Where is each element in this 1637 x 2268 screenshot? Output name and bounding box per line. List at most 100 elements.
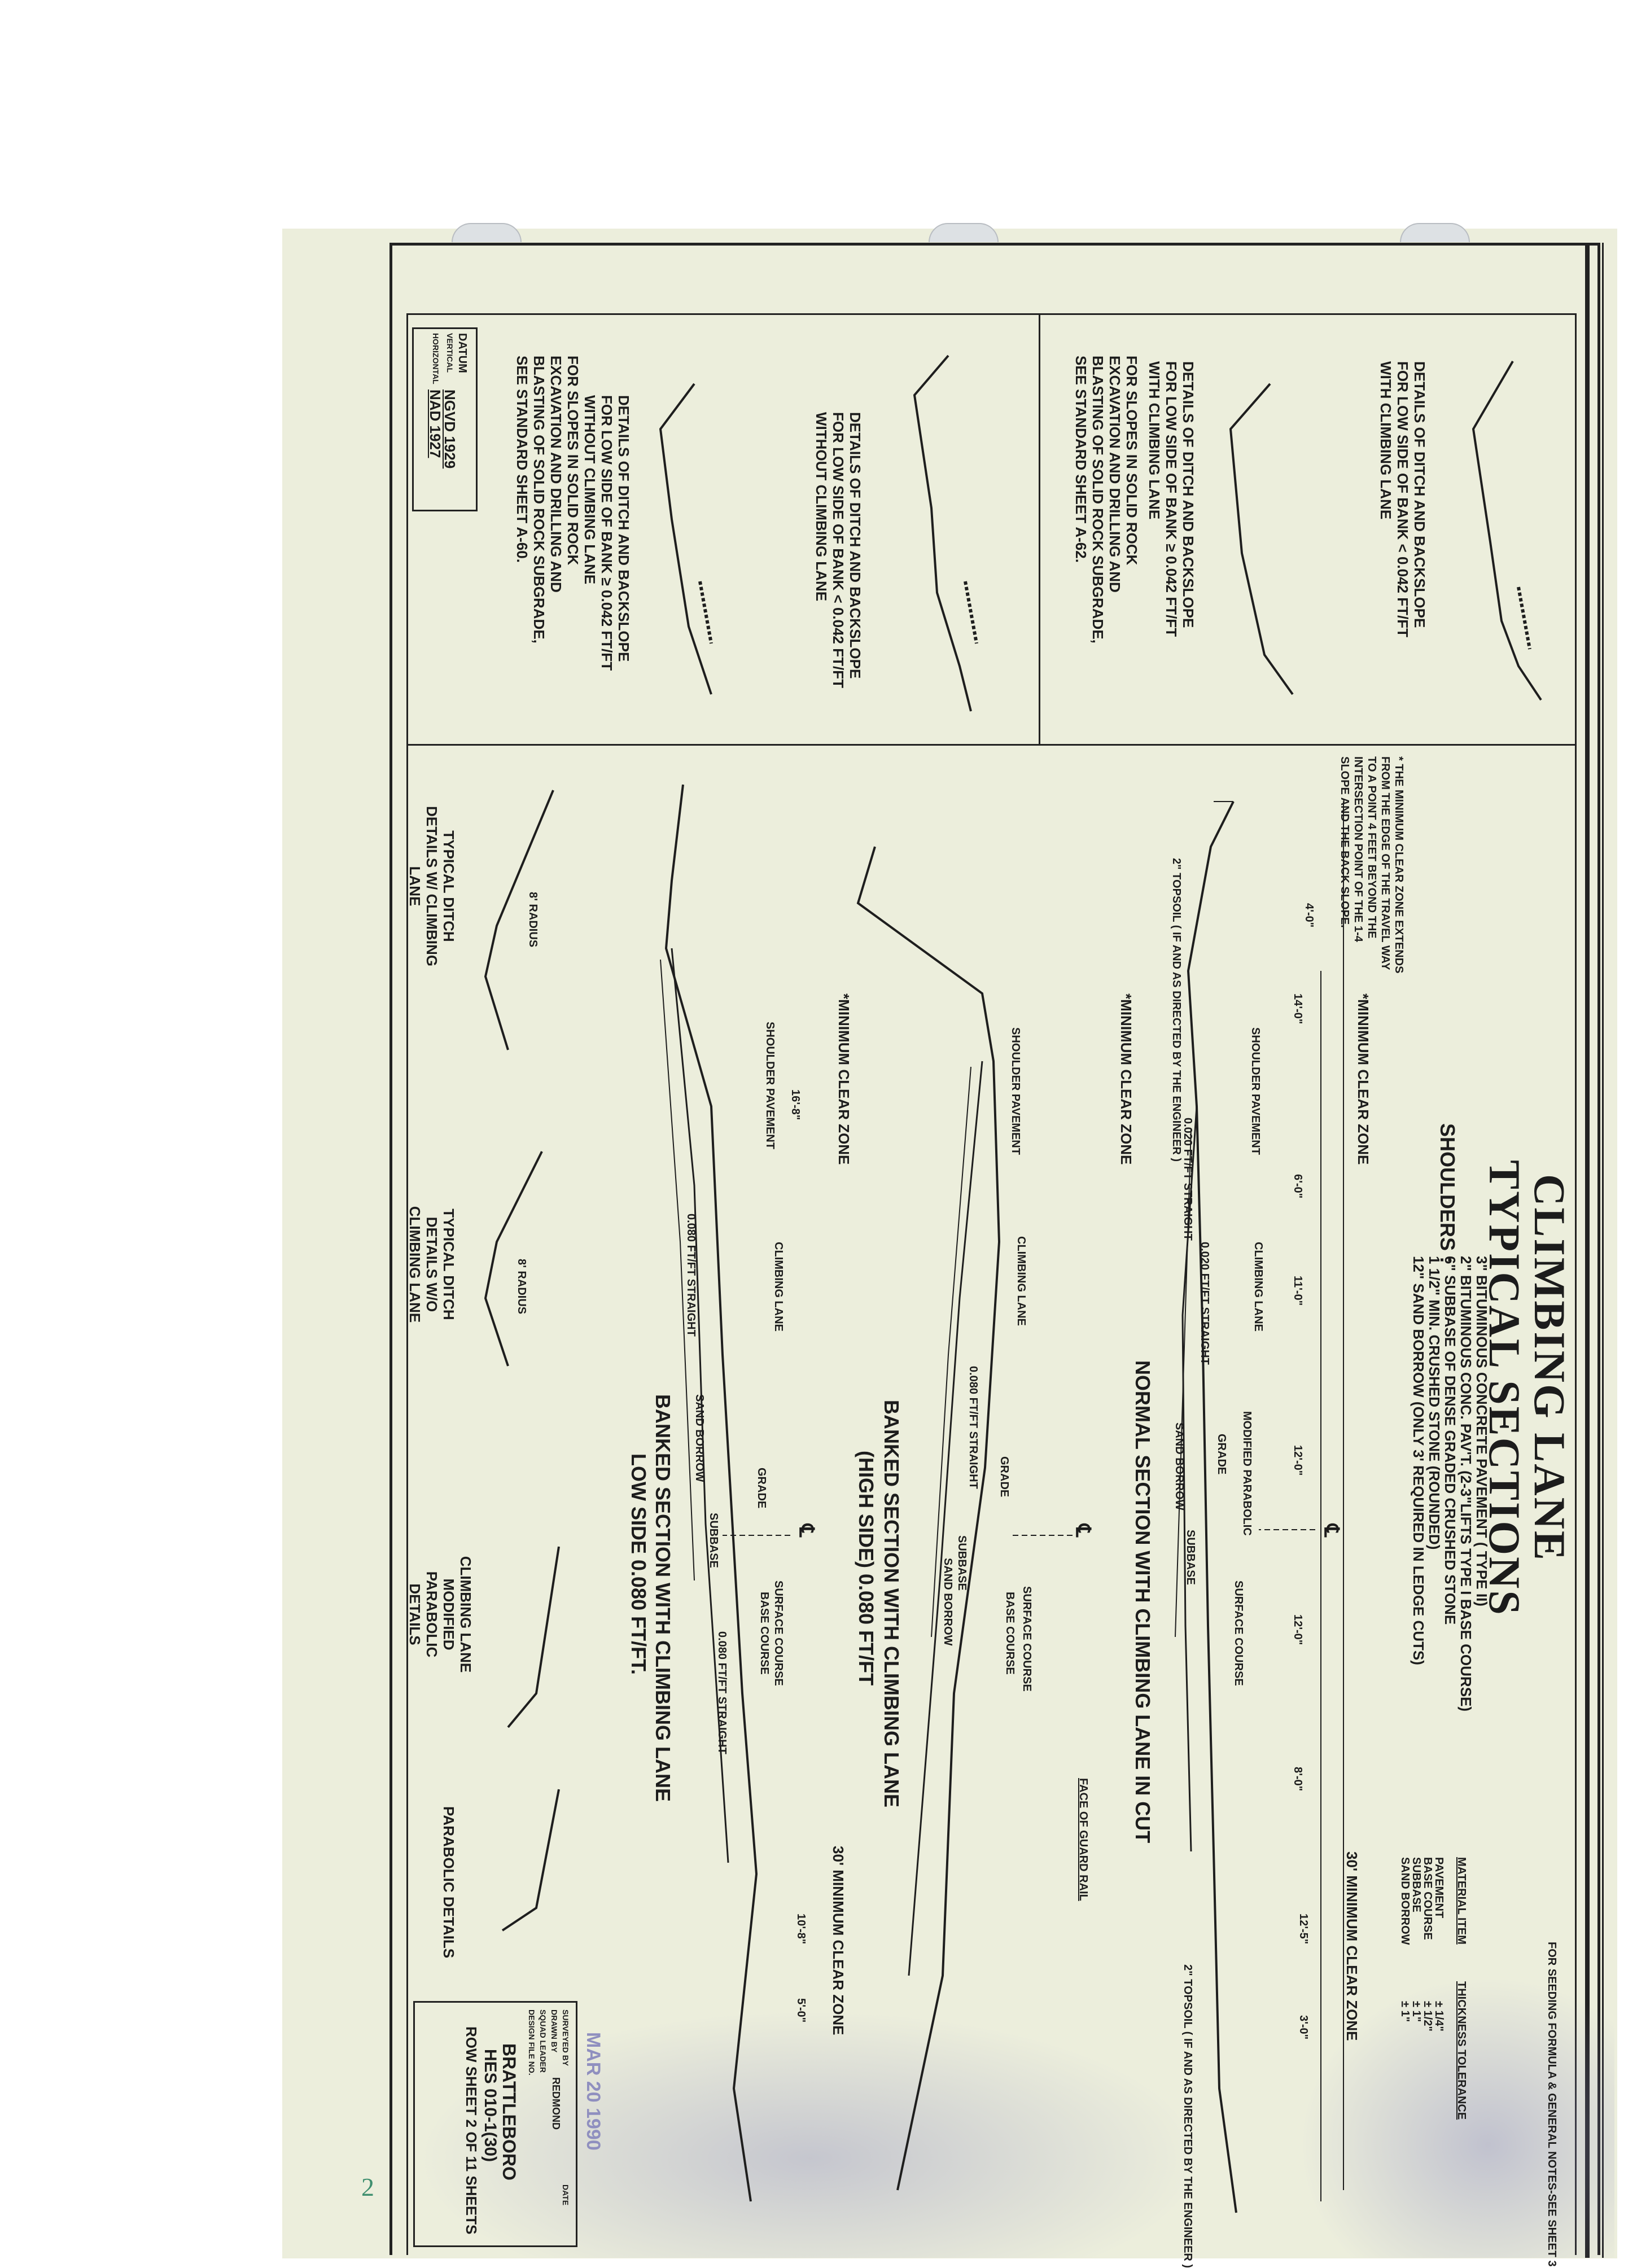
material-table-tol-header: THICKNESS TOLERANCE [1455,1981,1468,2120]
surface-course-label: SURFACE COURSE [1021,1586,1033,1692]
dim-label: 16'-8" [789,1089,802,1120]
material-row: SAND BORROW [1399,1857,1411,1945]
right-border-outer [1602,243,1604,2258]
centerline-symbol: ℄ [1320,1524,1343,1538]
surface-course-label: SURFACE COURSE [772,1580,785,1686]
face-guard-rail-label: FACE OF GUARD RAIL [1077,1778,1089,1901]
banked-low-profile [664,784,758,2202]
straight-label: 0.020 FT/FT STRAIGHT [1181,1118,1194,1241]
centerline-symbol: ℄ [1072,1524,1095,1538]
radius-label: 8' RADIUS [527,892,539,948]
panel-top-rule [406,313,1575,315]
tolerance-value: ± 1" [1399,2001,1411,2022]
dim-label: 6'-0" [1292,1174,1304,1199]
grade-label: GRADE [1215,1434,1228,1475]
typical-ditch-caption-1: TYPICAL DITCH DETAILS W/ CLIMBING LANE [406,805,457,967]
tb-date: DATE [561,2184,570,2206]
typical-ditch-caption-2: TYPICAL DITCH DETAILS W/O CLIMBING LANE [406,1206,457,1323]
ditch-detail-2 [1229,383,1294,695]
scan-smudge [1298,1976,1614,2258]
dim-label: 12'-0" [1292,1614,1304,1645]
ditch-caption-3: DETAILS OF DITCH AND BACKSLOPE FOR LOW S… [813,412,864,688]
topsoil-note: 2" TOPSOIL ( IF AND AS DIRECTED BY THE E… [1181,1964,1194,2268]
tb-squad-leader: SQUAD LEADER [539,2009,548,2073]
typical-ditch-1 [484,790,554,1050]
section-title-banked-high-sub: (HIGH SIDE) 0.080 FT/FT [855,1451,878,1686]
clear-zone-30: 30' MINIMUM CLEAR ZONE [1343,1851,1360,2041]
punch-hole [1400,223,1470,242]
shoulders-label: SHOULDERS : [1436,1123,1459,1264]
dim-label: 10'-8" [795,1914,807,1945]
sand-borrow-label: SAND BORROW [1173,1422,1185,1510]
material-row: BASE COURSE [1421,1857,1434,1940]
datum-vertical-label: VERTICAL [445,333,454,373]
datum-box [412,327,478,511]
rock-note-1: FOR SLOPES IN SOLID ROCK EXCAVATION AND … [1073,356,1140,643]
drawing-border [389,243,1600,2255]
tb-design-file: DESIGN FILE NO. [527,2009,536,2076]
modified-parabolic-label: MODIFIED PARABOLIC [1241,1411,1253,1536]
datum-label: DATUM [456,333,469,373]
right-border [1585,243,1590,2258]
clear-zone-30: 30' MINIMUM CLEAR ZONE [830,1846,847,2035]
tb-project-no: HES 010-1(30) [481,2049,500,2162]
left-rule [406,313,408,2255]
punch-hole [929,223,999,242]
subbase-label: SUBBASE [707,1513,720,1568]
banked-high-sandborrow [931,1066,971,1637]
tb-sheet: ROW SHEET 2 OF 11 SHEETS [463,2026,480,2235]
tolerance-value: ± 1/2" [1421,2001,1434,2031]
min-clear-zone-label: *MINIMUM CLEAR ZONE [835,993,852,1165]
dim-label: 14'-0" [1292,993,1304,1024]
dim-label: 4'-0" [1303,903,1315,928]
grade-label: GRADE [998,1456,1010,1498]
section-title-banked-high: BANKED SECTION WITH CLIMBING LANE [880,1400,903,1807]
surface-course-label: SURFACE COURSE [1232,1580,1245,1686]
tb-project: BRATTLEBORO [499,2043,519,2181]
normal-section-profile [1187,801,1237,2213]
tb-drawn-by: DRAWN BY [550,2009,559,2053]
radius-label: 8' RADIUS [515,1259,528,1315]
title-block [413,2001,577,2247]
tb-drawn-by-name: REDMOND [550,2077,562,2130]
seeding-note: FOR SEEDING FORMULA & GENERAL NOTES-SEE … [1546,1942,1558,2267]
drawing-sheet [282,229,1617,2258]
min-clear-zone-label: *MINIMUM CLEAR ZONE [1355,993,1372,1165]
banked-high-layer [908,1061,983,1976]
dim-label: 3'-0" [1297,2015,1310,2040]
dim-label: 8'-0" [1292,1767,1304,1792]
ditch-caption-4: DETAILS OF DITCH AND BACKSLOPE FOR LOW S… [581,395,632,671]
ditch-detail-4 [659,383,712,695]
sand-borrow-label: SAND BORROW [942,1558,954,1646]
parabolic-detail-2 [501,1789,560,1932]
material-row: PAVEMENT [1433,1857,1445,1919]
shoulder-spec-2: 2" BITUMINOUS CONC. PAV'T. (2-3"LIFTS TY… [1457,1256,1474,1712]
min-clear-zone-label: *MINIMUM CLEAR ZONE [1118,993,1135,1165]
dim-label: 5'-0" [795,1998,807,2023]
dim-label: 12'-5" [1297,1914,1310,1945]
sheet-title-line1: CLIMBING LANE [1525,1174,1574,1562]
min-clear-zone-note: * THE MINIMUM CLEAR ZONE EXTENDS FROM TH… [1338,756,1405,974]
material-row: SUBBASE [1410,1857,1422,1912]
sand-borrow-label: SAND BORROW [693,1394,706,1482]
base-course-label: BASE COURSE [1004,1592,1016,1675]
section-title-banked-low: BANKED SECTION WITH CLIMBING LANE [651,1394,675,1802]
datum-horizontal-label: HORIZONTAL [431,333,440,384]
climbing-lane-label: CLIMBING LANE [1015,1236,1027,1326]
topsoil-note: 2" TOPSOIL ( IF AND AS DIRECTED BY THE E… [1170,858,1183,1162]
panel-divider [406,744,1575,746]
section-title-banked-low-sub: LOW SIDE 0.080 FT/FT. [627,1453,650,1675]
dim-label: 12'-0" [1292,1445,1304,1476]
climbing-lane-label: CLIMBING LANE [772,1242,785,1332]
subbase-label: SUBBASE [956,1535,968,1591]
material-table-header: MATERIAL ITEM [1455,1857,1468,1945]
tolerance-value: ± 1" [1410,2001,1422,2022]
datum-horizontal: NAD 1927 [427,389,444,458]
parabolic-detail-1 [507,1546,560,1728]
climbing-lane-label: CLIMBING LANE [1252,1242,1264,1332]
normal-section-sandborrow [1175,1128,1192,1637]
shoulder-spec-3: 6" SUBBASE OF DENSE GRADED CRUSHED STONE [1442,1256,1459,1625]
dim-label: 11'-0" [1292,1276,1304,1306]
typical-ditch-2 [484,1151,543,1367]
